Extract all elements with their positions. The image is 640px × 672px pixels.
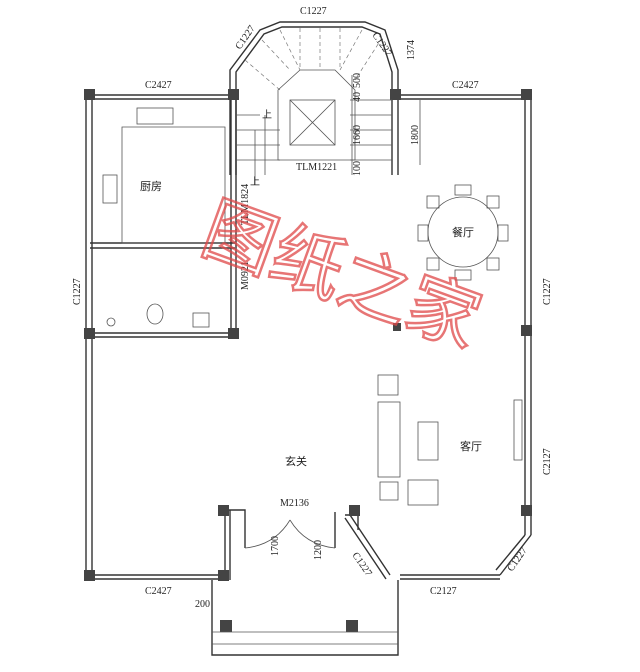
dim-500: 500	[352, 73, 363, 88]
bottom-left-window-label: C2427	[145, 586, 172, 597]
left-window-label: C1227	[72, 278, 83, 305]
dining-table	[417, 184, 509, 281]
labels: C1227 C1227 C1227 1374 500 40 1660 100 1…	[72, 6, 553, 610]
right-lower-window-label: C2127	[542, 448, 553, 475]
room-labels: 厨房 餐厅 玄关 客厅	[140, 180, 482, 468]
room-living: 客厅	[460, 439, 482, 453]
kitchen-door-label: TLM1824	[240, 184, 251, 225]
fixtures	[102, 107, 210, 328]
bay-bottom-window-label: C2127	[430, 586, 457, 597]
dim-1200: 1200	[313, 540, 324, 560]
bay-right-window-label: C1227	[505, 546, 529, 574]
living-furniture	[377, 374, 523, 506]
room-dining: 餐厅	[452, 225, 474, 239]
room-kitchen: 厨房	[140, 180, 162, 193]
dim-1700: 1700	[270, 536, 281, 556]
staircase	[236, 28, 392, 185]
walls	[85, 21, 532, 580]
stair-top-window-label: C1227	[300, 6, 327, 17]
entry-door-swing	[244, 519, 336, 549]
right-window-label: C1227	[542, 278, 553, 305]
room-foyer: 玄关	[285, 454, 307, 468]
dim-1800: 1800	[410, 125, 421, 145]
dim-100: 100	[352, 161, 363, 176]
dim-40: 40	[352, 92, 363, 102]
bath-door-label: M0921	[240, 261, 251, 290]
porch	[211, 580, 399, 656]
entry-door-label: M2136	[280, 498, 309, 509]
stair-up-label-2: 上	[262, 109, 272, 121]
columns	[84, 89, 532, 632]
stair-up-label: 上	[250, 176, 260, 188]
dim-1374: 1374	[406, 40, 417, 60]
dim-1660: 1660	[352, 125, 363, 145]
top-right-window-label: C2427	[452, 80, 479, 91]
top-left-window-label: C2427	[145, 80, 172, 91]
dim-200: 200	[195, 599, 210, 610]
elevator-door-label: TLM1221	[296, 162, 337, 173]
